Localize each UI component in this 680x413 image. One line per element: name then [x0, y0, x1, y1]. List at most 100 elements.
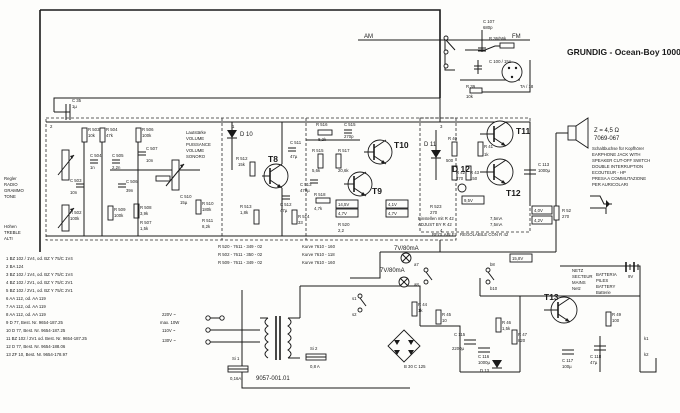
hoehen-label-1: Höhen: [4, 224, 17, 229]
r520-label: R 520: [338, 222, 350, 227]
treble-pot-hoehen: [57, 204, 75, 232]
r44-value: 1k: [418, 308, 423, 313]
r47-label: R 47: [518, 332, 528, 337]
switch-k2: k2: [644, 352, 649, 357]
side-list-item: 2 BA 124: [6, 264, 24, 269]
voltage-boxes-mid: [335, 199, 409, 218]
c35-value: 1µ: [72, 104, 77, 109]
r46-label: R 46: [502, 320, 512, 325]
resistor: [605, 311, 612, 327]
lamp-icon: [398, 276, 410, 288]
table-row-1-key: R 520 - 7611 - 349 - 02: [218, 244, 263, 249]
einstell-4: REGOLABILE CON R 42: [460, 232, 509, 237]
diode-d11: [431, 130, 441, 180]
speaker-part: 7069-067: [594, 136, 620, 142]
c503-label: C 503: [70, 178, 82, 183]
lautstaerke-2: VOLUME: [186, 136, 204, 141]
r508-value: 3,9k: [140, 211, 149, 216]
psu-parts: [411, 301, 612, 355]
lamp-icon: [400, 252, 412, 264]
fm-switch-group: [443, 30, 523, 94]
resistor: [155, 175, 171, 182]
c511-value: 47µ: [290, 154, 298, 159]
side-list-item: 6 AA 112, od. AA 119: [6, 296, 46, 301]
psu-switch-contacts: [357, 267, 495, 313]
capacitor-c113: [524, 160, 536, 186]
r47-value: 820: [518, 338, 526, 343]
fuse-si1: [227, 365, 249, 373]
r515-label: R 515: [312, 148, 324, 153]
r516-label: R 516: [316, 122, 328, 127]
transistor-t9: [344, 171, 373, 197]
resistor-r36: [499, 42, 515, 49]
resistor: [253, 209, 260, 225]
resistor: [411, 301, 418, 317]
switch-s2: s2: [352, 312, 357, 317]
c510-label: C 510: [180, 194, 192, 199]
battery-label-6: PILES: [596, 278, 608, 283]
battery-label-2: SECTEUR: [572, 274, 593, 279]
v-box-7: 4,2V: [534, 218, 543, 223]
c117-value: 100µ: [562, 364, 572, 369]
r513-label: R 513: [240, 204, 252, 209]
c115-label: C 115: [454, 332, 466, 337]
switch-contact: [443, 63, 449, 69]
r520-value: 2,2: [338, 228, 345, 233]
r503-label: R 503: [88, 127, 100, 132]
board-pin-2: 2: [50, 124, 53, 129]
battery-icon: [625, 262, 639, 272]
c116-value: 1000µ: [478, 360, 491, 365]
lamp-label-2: 7V/80mA: [380, 268, 405, 274]
switch-a8: a8: [414, 282, 419, 287]
v-box-8: 15,8V: [512, 256, 523, 261]
d13-label: D 13: [480, 368, 490, 373]
r509-label: R 509: [114, 207, 126, 212]
r514-label: R 514: [298, 214, 310, 219]
c117-label: C 117: [562, 358, 574, 363]
resistor: [465, 165, 472, 181]
einstell-3: REGLABLE: [432, 232, 455, 237]
resistor: [495, 317, 502, 333]
c116-label: C 116: [478, 354, 490, 359]
resistor: [195, 199, 202, 215]
mains-max: max. 10W: [160, 320, 180, 325]
side-list-item: 11 BZ 102 / 2V1 od. Best. Nr. 9654-187.2…: [6, 336, 88, 341]
resistor: [99, 127, 106, 143]
r523-value: 270: [430, 210, 438, 215]
transistor-t8: [262, 163, 289, 189]
resistor: [335, 153, 342, 169]
top-bus: [39, 9, 531, 252]
transistor-t13: [544, 296, 578, 324]
switch-b8: b8: [490, 262, 495, 267]
jack-note-6: PRESA A COMMUTAZIONE: [592, 176, 646, 181]
r517-value: 20,6k: [338, 168, 349, 173]
c505-label: C 505: [112, 153, 124, 158]
resistor: [107, 205, 114, 221]
r39-value: 10k: [466, 94, 474, 99]
mains-220: 220V ~: [162, 312, 176, 317]
r43-value: 150: [470, 176, 478, 181]
einstell-1: Einstellen mit R 42: [418, 216, 454, 221]
side-list: 1 BZ 102 / 1V4, od. BZ Y 75/C 1V4 2 BA 1…: [6, 256, 88, 357]
v-box-4: 4,7V: [388, 211, 397, 216]
voltage-boxes-right: [461, 195, 553, 225]
t11-label: T11: [516, 126, 530, 136]
i-value-1: 7,5mA: [490, 216, 503, 221]
c504-value: 1n: [90, 165, 95, 170]
c505-value: 2,2n: [112, 165, 121, 170]
diode-d13: [492, 360, 502, 369]
side-list-item: 4 BZ 102 / 2V1, od. BZ Y 75/C 2V1: [6, 280, 73, 285]
c511-label: C 511: [290, 140, 302, 145]
r49-value: 100: [612, 318, 620, 323]
resistor: [511, 329, 518, 345]
left-section-parts: [76, 127, 202, 236]
r511-value: 8,2k: [202, 224, 211, 229]
c506-label: C 506: [126, 179, 138, 184]
switch-b10: b10: [490, 286, 498, 291]
r40-value: 500: [446, 158, 454, 163]
c115-value: 2200µ: [452, 346, 465, 351]
am-label: AM: [364, 34, 373, 40]
resistor: [451, 165, 458, 181]
resistor: [435, 309, 442, 325]
